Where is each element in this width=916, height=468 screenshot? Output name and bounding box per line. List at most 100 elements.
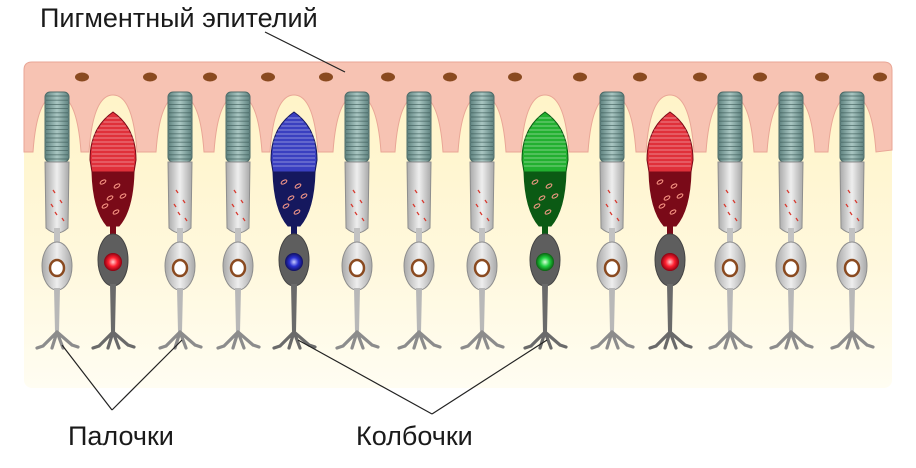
cone-cell-blue: [270, 111, 318, 350]
mitochondrion: [177, 211, 181, 216]
epithelium-nucleus: [203, 72, 217, 82]
mitochondrion: [723, 203, 727, 208]
mitochondrion: [795, 217, 799, 222]
rod-nucleus: [473, 258, 491, 278]
epithelium-nucleus: [873, 72, 887, 82]
rod-nucleus: [721, 258, 739, 278]
cone-mitochondrion: [99, 179, 107, 185]
cone-mitochondrion: [287, 195, 295, 201]
mitochondrion: [845, 203, 849, 208]
cell-synapse: [158, 330, 203, 350]
rod-axon: [177, 288, 183, 332]
rod-nucleus: [603, 258, 621, 278]
rod-outer-segment: [839, 91, 865, 163]
cones-label: Колбочки: [356, 421, 473, 451]
mitochondrion: [788, 211, 792, 216]
epithelium-nucleus: [319, 72, 333, 82]
cone-mitochondrion: [294, 183, 302, 189]
mitochondrion: [793, 199, 797, 204]
cell-synapse: [708, 330, 753, 350]
rod-inner-segment: [167, 161, 193, 234]
cone-cell-red: [646, 111, 694, 350]
mitochondrion: [414, 189, 418, 194]
cone-mitochondrion: [656, 179, 664, 185]
rod-cell: [397, 91, 442, 350]
epithelium-nucleus: [815, 72, 829, 82]
cone-stalk: [110, 224, 116, 238]
rod-nucleus: [843, 258, 861, 278]
rod-nucleus: [782, 258, 800, 278]
rod-nucleus: [348, 258, 366, 278]
cone-mitochondrion: [545, 183, 553, 189]
mitochondrion: [856, 217, 860, 222]
pigment-epithelium-label: Пигментный эпителий: [40, 3, 318, 33]
cone-inner-segment: [648, 171, 692, 227]
cone-mitochondrion: [533, 203, 541, 209]
mitochondrion: [732, 199, 736, 204]
rods-label: Палочки: [68, 421, 174, 451]
mitochondrion: [725, 189, 729, 194]
rod-outer-segment: [406, 91, 432, 163]
rod-nucleus: [229, 258, 247, 278]
mitochondrion: [59, 199, 63, 204]
mitochondrion: [479, 211, 483, 216]
cone-mitochondrion: [663, 195, 671, 201]
mitochondrion: [52, 189, 56, 194]
epithelium-nucleus: [693, 72, 707, 82]
rod-inner-segment: [406, 161, 432, 234]
cone-mitochondrion: [531, 179, 539, 185]
rod-nucleus: [48, 258, 66, 278]
mitochondrion: [854, 199, 858, 204]
mitochondrion: [61, 217, 65, 222]
mitochondrion: [231, 203, 235, 208]
rod-stalk: [354, 228, 360, 248]
cones-leader-1: [297, 339, 433, 415]
rod-outer-segment: [599, 91, 625, 163]
rod-axon: [54, 288, 60, 332]
rod-cell: [216, 91, 261, 350]
cell-synapse: [335, 330, 380, 350]
cone-mitochondrion: [538, 195, 546, 201]
cone-mitochondrion: [113, 183, 121, 189]
rod-inner-segment: [599, 161, 625, 234]
rod-cell: [590, 91, 635, 350]
cone-mitochondrion: [282, 203, 290, 209]
mitochondrion: [484, 199, 488, 204]
cone-mitochondrion: [119, 193, 127, 199]
mitochondrion: [361, 217, 365, 222]
mitochondrion: [734, 217, 738, 222]
cone-mitochondrion: [300, 193, 308, 199]
cones-leader-2: [431, 339, 548, 415]
mitochondrion: [354, 211, 358, 216]
cone-axon: [110, 284, 116, 332]
cone-mitochondrion: [551, 193, 559, 199]
mitochondrion: [50, 203, 54, 208]
cone-stalk: [667, 224, 673, 238]
cell-synapse: [523, 330, 568, 350]
mitochondrion: [849, 211, 853, 216]
cone-mitochondrion: [280, 179, 288, 185]
mitochondrion: [421, 199, 425, 204]
mitochondrion: [173, 203, 177, 208]
epithelium-nucleus: [633, 72, 647, 82]
cell-synapse: [397, 330, 442, 350]
cone-cell-red: [89, 111, 137, 350]
rod-outer-segment: [778, 91, 804, 163]
mitochondrion: [235, 211, 239, 216]
mitochondrion: [609, 211, 613, 216]
mitochondrion: [240, 199, 244, 204]
rod-nucleus: [171, 258, 189, 278]
cell-synapse: [272, 330, 317, 350]
rod-cell: [158, 91, 203, 350]
rod-cell: [335, 91, 380, 350]
cone-mitochondrion: [669, 209, 677, 215]
cone-axon: [542, 284, 548, 332]
cone-mitochondrion: [101, 203, 109, 209]
rods-leader-2: [111, 339, 183, 411]
cell-synapse: [216, 330, 261, 350]
mitochondrion: [184, 217, 188, 222]
cone-mitochondrion: [293, 209, 301, 215]
cone-mitochondrion: [106, 195, 114, 201]
mitochondrion: [175, 189, 179, 194]
